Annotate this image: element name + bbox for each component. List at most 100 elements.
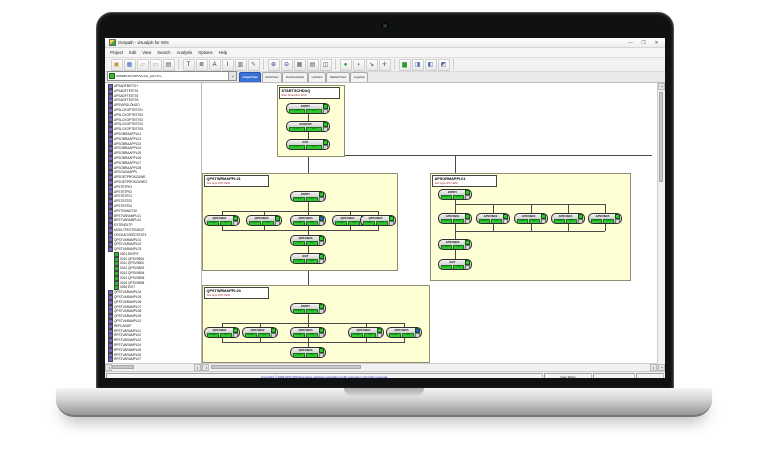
- tree-item[interactable]: 0001 ENTRY: [105, 251, 201, 257]
- minimize-button[interactable]: —: [628, 40, 633, 45]
- scroll-right-button[interactable]: [194, 364, 201, 371]
- scroll-up-button[interactable]: [658, 83, 665, 90]
- tree-item[interactable]: QPSTVARAMPL10: [105, 318, 201, 324]
- tree-item[interactable]: QPSTVARAMPL03: [105, 247, 201, 252]
- combobox-dropdown-button[interactable]: [228, 72, 236, 80]
- tree-item[interactable]: MODLTPEXTENDCP: [105, 227, 201, 233]
- tab-statisticview[interactable]: StatisticView: [326, 72, 350, 82]
- menu-item-search[interactable]: Search: [157, 50, 171, 55]
- tree-item[interactable]: RPSTVARAMPL02: [105, 333, 201, 339]
- tree-item[interactable]: APSLCKOPTEST03: [105, 117, 201, 123]
- path-icon[interactable]: ◗: [352, 58, 365, 71]
- tree-item[interactable]: BPSTVARAMPL04: [105, 218, 201, 224]
- tab-listview[interactable]: ListView: [308, 72, 326, 82]
- menu-item-options[interactable]: Options: [198, 50, 213, 55]
- tree-item[interactable]: APSOETPROKZUWE: [105, 175, 201, 181]
- maximize-button[interactable]: ❐: [641, 40, 646, 45]
- tree-item[interactable]: APSTEST01: [105, 194, 201, 200]
- tree-item[interactable]: APSTEST04: [105, 203, 201, 209]
- list-icon[interactable]: ≣: [195, 58, 208, 71]
- grid-icon[interactable]: ▦: [293, 58, 306, 71]
- tree-horizontal-scrollbar[interactable]: [105, 363, 201, 371]
- tree-item[interactable]: APSLCKOPTEST05: [105, 127, 201, 133]
- tree-item[interactable]: 0015 QPSV0B06: [105, 280, 201, 286]
- tree-item[interactable]: 0010 QPSV0B01: [105, 256, 201, 262]
- tree-item[interactable]: RPSTVARAMPL06: [105, 352, 201, 358]
- scrollbar-track[interactable]: [112, 364, 194, 371]
- scroll-left-button[interactable]: [105, 364, 112, 371]
- arrow-icon[interactable]: ↘: [365, 58, 378, 71]
- run-icon[interactable]: ●: [339, 58, 352, 71]
- tree-item[interactable]: QPSTVARAMPL02: [105, 242, 201, 248]
- tree-item[interactable]: APSLCKOPTEST04: [105, 122, 201, 128]
- tree-item[interactable]: APSOBRAAPPL06: [105, 155, 201, 161]
- edit-icon[interactable]: ✎: [247, 58, 260, 71]
- tree-item[interactable]: QPSTVARAMPL09: [105, 314, 201, 320]
- scrollbar-thumb[interactable]: [112, 365, 134, 369]
- menu-item-edit[interactable]: Edit: [129, 50, 137, 55]
- tree-item[interactable]: APSOAXAAPPL: [105, 170, 201, 176]
- menu-item-project[interactable]: Project: [110, 50, 124, 55]
- tree-item[interactable]: APSOBRAAPPL02: [105, 136, 201, 142]
- menu-item-analysis[interactable]: Analysis: [176, 50, 193, 55]
- tree-item[interactable]: APSOBRAAPPL04: [105, 146, 201, 152]
- select-icon[interactable]: ✛: [378, 58, 391, 71]
- zoom-out-icon[interactable]: ⊖: [280, 58, 293, 71]
- tree-item[interactable]: RPSTVARAMPL03: [105, 338, 201, 344]
- tree-item[interactable]: APSOBRAAPPL05: [105, 151, 201, 157]
- tree-item[interactable]: 0014 QPSV0B05: [105, 275, 201, 281]
- tree-item[interactable]: APSADFBETCH: [105, 83, 201, 89]
- tree-item[interactable]: APSADFTEST01: [105, 88, 201, 94]
- tree-item[interactable]: APSTETP01: [105, 184, 201, 190]
- path-combobox[interactable]: IWSEBCDIC\IWV\IGJob_jobV-Pro: [107, 71, 237, 81]
- tree-item[interactable]: APSVIRGLONGO: [105, 103, 201, 109]
- canvas-vertical-scrollbar[interactable]: [657, 83, 665, 371]
- tree-item[interactable]: APSOETPROKZUWE2: [105, 179, 201, 185]
- export-view-icon[interactable]: ◨: [411, 58, 424, 71]
- tree-item[interactable]: APSTRANGT40: [105, 208, 201, 214]
- scroll-down-button[interactable]: [658, 364, 665, 371]
- italic-icon[interactable]: I: [221, 58, 234, 71]
- tree-item[interactable]: ORCEAGVEEDTEST4: [105, 232, 201, 238]
- tree-item[interactable]: RPSTVARAMPL04: [105, 342, 201, 348]
- tree-item[interactable]: RPSTVARAMPL07: [105, 357, 201, 363]
- tree-item[interactable]: RPSTVARAMPL01: [105, 328, 201, 334]
- tab-flowcostview[interactable]: FlowCostView: [282, 72, 308, 82]
- tab-graphview[interactable]: GraphView: [239, 72, 262, 82]
- scrollbar-thumb[interactable]: [211, 365, 361, 369]
- tree-item[interactable]: APSTEST02: [105, 199, 201, 205]
- tree-item[interactable]: QPSTVARAMPL07: [105, 304, 201, 310]
- tree-item[interactable]: APSOBRAAPPL03: [105, 141, 201, 147]
- tree-item[interactable]: QPSTVARAMPL04: [105, 290, 201, 296]
- tree-item[interactable]: APSOBRAAPPL07: [105, 160, 201, 166]
- tree-item[interactable]: REPLANGP: [105, 323, 201, 329]
- tab-ganttview[interactable]: GanttView: [261, 72, 282, 82]
- tree-item[interactable]: 0255 EXIT: [105, 285, 201, 291]
- close-button[interactable]: ✕: [654, 40, 659, 45]
- split-window-icon[interactable]: ◫: [319, 58, 332, 71]
- export-list-icon[interactable]: ◧: [424, 58, 437, 71]
- print-icon[interactable]: ▤: [162, 58, 175, 71]
- text-cursor-icon[interactable]: T: [182, 58, 195, 71]
- export-log-icon[interactable]: ◩: [437, 58, 450, 71]
- scrollbar-thumb[interactable]: [659, 92, 663, 182]
